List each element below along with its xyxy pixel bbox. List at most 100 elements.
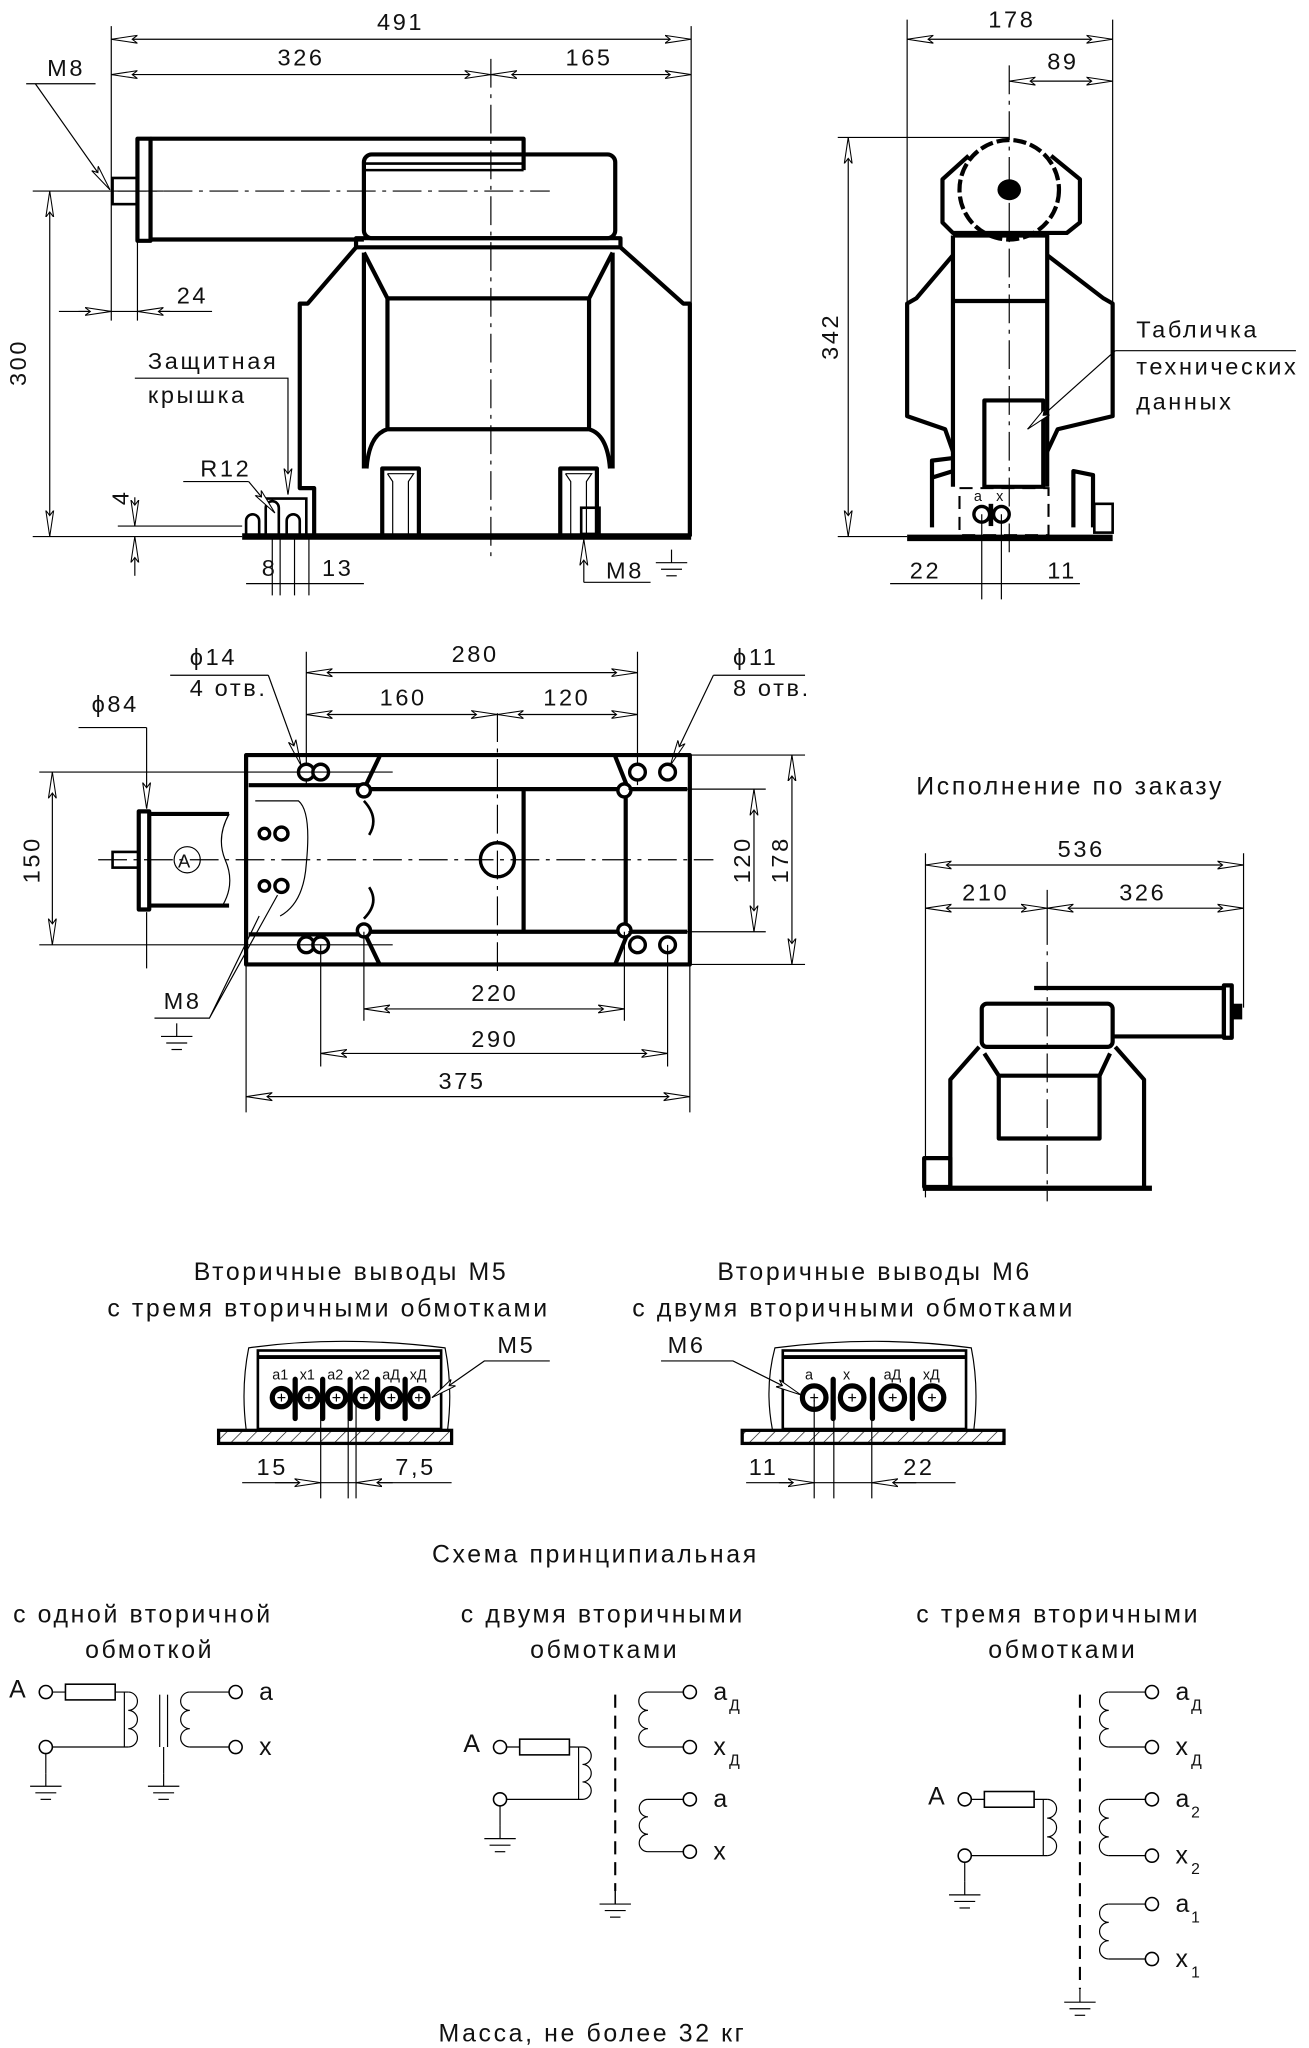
dim-4: 4 bbox=[107, 489, 133, 505]
terminal-letter: x bbox=[1175, 1945, 1190, 1973]
ground-icon bbox=[147, 1772, 180, 1800]
dim-8: 8 bbox=[262, 555, 278, 581]
m5-dim-15: 15 bbox=[257, 1454, 288, 1480]
terminal-circle bbox=[492, 1792, 508, 1807]
primary-label: A bbox=[9, 1675, 28, 1703]
dim-165: 165 bbox=[565, 44, 612, 70]
front-view: 178 89 342 a x 22 11 Табличка технически… bbox=[817, 6, 1298, 600]
terminal-letter: a bbox=[713, 1785, 729, 1813]
thread-m8-bottom: M8 bbox=[606, 557, 644, 583]
terminal-circle bbox=[682, 1684, 698, 1700]
dim-120-side: 120 bbox=[729, 836, 755, 883]
terminal-circle bbox=[957, 1848, 973, 1863]
coil bbox=[180, 1691, 190, 1748]
thread-m8-top: M8 bbox=[47, 55, 85, 81]
mounting-holes bbox=[257, 762, 678, 955]
m5-dim-7-5: 7,5 bbox=[395, 1454, 436, 1480]
terminal-circle bbox=[1144, 1792, 1160, 1807]
terminal-subscript: 2 bbox=[1191, 1805, 1200, 1822]
terminal-subscript: 2 bbox=[1191, 1861, 1200, 1878]
dim-220: 220 bbox=[471, 980, 518, 1006]
terminal-label: a2 bbox=[327, 1367, 343, 1383]
schem2-caption-2: обмотками bbox=[530, 1636, 679, 1664]
ground-icon bbox=[483, 1824, 517, 1853]
terminal-letter: a bbox=[713, 1678, 729, 1706]
terminal-circle bbox=[228, 1684, 243, 1700]
ground-icon bbox=[160, 1022, 194, 1051]
terminal-circle bbox=[682, 1844, 698, 1860]
bushing-flange bbox=[135, 136, 153, 243]
schem3-caption-2: обмотками bbox=[988, 1636, 1137, 1664]
coil bbox=[582, 1746, 592, 1800]
front-term-x: x bbox=[996, 489, 1004, 505]
terminal-letter: x bbox=[713, 1838, 728, 1866]
terminal-letter: x bbox=[1175, 1733, 1190, 1761]
ground-icon bbox=[598, 1890, 632, 1918]
coil bbox=[1098, 1903, 1109, 1960]
hole14-count: 4 отв. bbox=[190, 675, 268, 701]
terminal-subscript: 1 bbox=[1191, 1909, 1200, 1926]
terminal-letter: a bbox=[259, 1678, 275, 1706]
plate-label-3: данных bbox=[1136, 389, 1233, 415]
terminal-letter: x bbox=[713, 1733, 728, 1761]
cover-label-1: Защитная bbox=[148, 348, 278, 374]
custom-title: Исполнение по заказу bbox=[916, 772, 1224, 800]
coil bbox=[128, 1691, 139, 1748]
dim-290: 290 bbox=[471, 1026, 518, 1052]
m5-thread: M5 bbox=[497, 1332, 535, 1358]
front-term-a: a bbox=[974, 489, 982, 505]
terminal-circle bbox=[1144, 1896, 1160, 1912]
ground-icon bbox=[1063, 1988, 1097, 2016]
cover-label-2: крышка bbox=[148, 382, 247, 408]
coil bbox=[1098, 1798, 1109, 1857]
hole14-label: ϕ14 bbox=[190, 644, 237, 670]
radius-r12: R12 bbox=[200, 455, 251, 481]
dim-178-plan: 178 bbox=[767, 836, 793, 883]
terminal-subscript: Д bbox=[729, 1697, 740, 1714]
dim-326: 326 bbox=[278, 44, 325, 70]
terminal-subscript: Д bbox=[1191, 1697, 1202, 1714]
dim-491: 491 bbox=[377, 9, 424, 35]
terminal-letter: a bbox=[1175, 1678, 1191, 1706]
mass-note: Масса, не более 32 кг bbox=[439, 2019, 747, 2047]
fuse bbox=[518, 1738, 571, 1756]
coil bbox=[638, 1691, 649, 1748]
cap bbox=[361, 152, 618, 241]
terminal-circle bbox=[228, 1739, 243, 1755]
plate-label-2: технических bbox=[1136, 353, 1298, 379]
nameplate bbox=[982, 398, 1046, 489]
m6-title-1: Вторичные выводы М6 bbox=[717, 1258, 1032, 1286]
terminal-circle bbox=[1144, 1684, 1160, 1700]
schem3-caption-1: с тремя вторичными bbox=[916, 1601, 1200, 1629]
primary-label: A bbox=[928, 1783, 947, 1811]
side-view: 491 326 165 M8 300 bbox=[5, 9, 692, 596]
schem1-caption-2: обмоткой bbox=[85, 1636, 214, 1664]
terminals-m6-detail: Вторичные выводы М6 с двумя вторичными о… bbox=[632, 1258, 1072, 1499]
terminal-letter: a bbox=[1175, 1785, 1191, 1813]
dim-24: 24 bbox=[177, 283, 208, 309]
terminal-label: aД bbox=[884, 1367, 902, 1383]
ground-icon bbox=[948, 1881, 982, 1909]
schematic-title: Схема принципиальная bbox=[432, 1541, 759, 1569]
m5-title-1: Вторичные выводы М5 bbox=[194, 1258, 509, 1286]
fuse bbox=[64, 1683, 116, 1701]
m6-thread: M6 bbox=[668, 1332, 706, 1358]
terminal-circle bbox=[38, 1684, 54, 1700]
terminal-label: x bbox=[843, 1367, 851, 1383]
body-outline bbox=[297, 245, 692, 537]
custom-dim-210: 210 bbox=[962, 879, 1009, 905]
dim-22: 22 bbox=[910, 557, 941, 583]
dim-280: 280 bbox=[452, 641, 499, 667]
terminals-m5-detail: Вторичные выводы М5 с тремя вторичными о… bbox=[107, 1258, 550, 1499]
dim-11: 11 bbox=[1047, 557, 1077, 583]
coil bbox=[1098, 1691, 1109, 1748]
terminal-circle bbox=[38, 1739, 54, 1755]
dim-150: 150 bbox=[18, 836, 44, 883]
schem2-caption-1: с двумя вторичными bbox=[461, 1601, 745, 1629]
schem1-caption-1: с одной вторичной bbox=[13, 1601, 273, 1629]
terminal-label: xД bbox=[923, 1367, 940, 1383]
ground-icon bbox=[29, 1772, 63, 1800]
